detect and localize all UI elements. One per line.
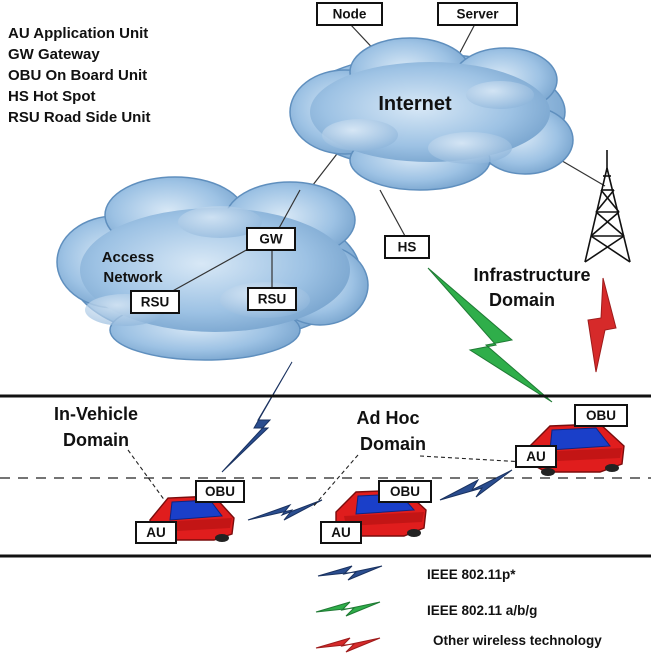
node-label: Node xyxy=(333,7,367,22)
legend-item-ieee-80211p: IEEE 802.11p* xyxy=(317,565,516,582)
au-left-label: AU xyxy=(146,525,166,540)
abbr-gw: GW Gateway xyxy=(8,46,100,63)
infrastructure-domain-label-line1: Infrastructure xyxy=(473,265,590,285)
au-right-label: AU xyxy=(526,449,546,464)
internet-label: Internet xyxy=(378,93,452,115)
road xyxy=(0,394,651,558)
ad-hoc-domain-label-line2: Domain xyxy=(360,434,426,454)
in-vehicle-domain-label-line2: Domain xyxy=(63,430,129,450)
legend-swatch-green xyxy=(315,601,381,617)
obu-center-box: OBU xyxy=(378,480,432,503)
legend-label-ieee-80211abg: IEEE 802.11 a/b/g xyxy=(427,603,537,618)
obu-left-label: OBU xyxy=(205,484,235,499)
legend-swatch-blue xyxy=(317,565,383,581)
rsu-left-label: RSU xyxy=(141,295,170,310)
obu-center-label: OBU xyxy=(390,484,420,499)
legend-label-other-wireless: Other wireless technology xyxy=(433,633,602,648)
infrastructure-domain-label-line2: Domain xyxy=(489,290,555,310)
in-vehicle-domain-label-line1: In-Vehicle xyxy=(54,404,138,424)
au-right-box: AU xyxy=(515,445,557,468)
hs-box: HS xyxy=(384,235,430,259)
ad-hoc-domain-label-line1: Ad Hoc xyxy=(357,408,420,428)
obu-right-label: OBU xyxy=(586,408,616,423)
abbreviation-key: AU Application Unit GW Gateway OBU On Bo… xyxy=(8,25,151,126)
abbr-hs: HS Hot Spot xyxy=(8,88,96,105)
au-center-box: AU xyxy=(320,521,362,544)
line-internet-hs xyxy=(379,189,406,237)
legend-label-ieee-80211p: IEEE 802.11p* xyxy=(427,567,516,582)
wireless-link-hs-to-obu xyxy=(427,267,553,403)
internet-cloud: Internet xyxy=(289,37,574,191)
rsu-left-box: RSU xyxy=(130,290,180,314)
legend-item-ieee-80211abg: IEEE 802.11 a/b/g xyxy=(315,601,537,618)
node-box: Node xyxy=(316,2,383,26)
obu-left-box: OBU xyxy=(195,480,245,503)
hs-label: HS xyxy=(398,240,417,255)
rsu-right-label: RSU xyxy=(258,292,287,307)
server-box: Server xyxy=(437,2,518,26)
abbr-obu: OBU On Board Unit xyxy=(8,67,147,84)
obu-right-box: OBU xyxy=(574,404,628,427)
wireless-link-car-to-car-left xyxy=(247,499,323,521)
gw-label: GW xyxy=(259,232,283,247)
abbr-au: AU Application Unit xyxy=(8,25,148,42)
au-center-label: AU xyxy=(331,525,351,540)
wireless-link-car-to-car-right xyxy=(439,469,513,501)
gw-box: GW xyxy=(246,227,296,251)
legend-swatch-red xyxy=(315,637,381,653)
legend: IEEE 802.11p* IEEE 802.11 a/b/g Other wi… xyxy=(315,565,602,653)
legend-item-other-wireless: Other wireless technology xyxy=(315,633,602,653)
access-label-line1: Access xyxy=(102,249,155,266)
cell-tower-icon xyxy=(584,150,631,263)
wireless-link-rsu-to-car xyxy=(221,361,293,473)
rsu-right-box: RSU xyxy=(247,287,297,311)
wireless-link-tower-other xyxy=(587,277,617,373)
abbr-rsu: RSU Road Side Unit xyxy=(8,109,151,126)
au-left-box: AU xyxy=(135,521,177,544)
access-label-line2: Network xyxy=(103,269,163,286)
server-label: Server xyxy=(456,7,499,22)
access-network-links xyxy=(159,189,301,299)
domain-callout-lines xyxy=(127,449,526,509)
